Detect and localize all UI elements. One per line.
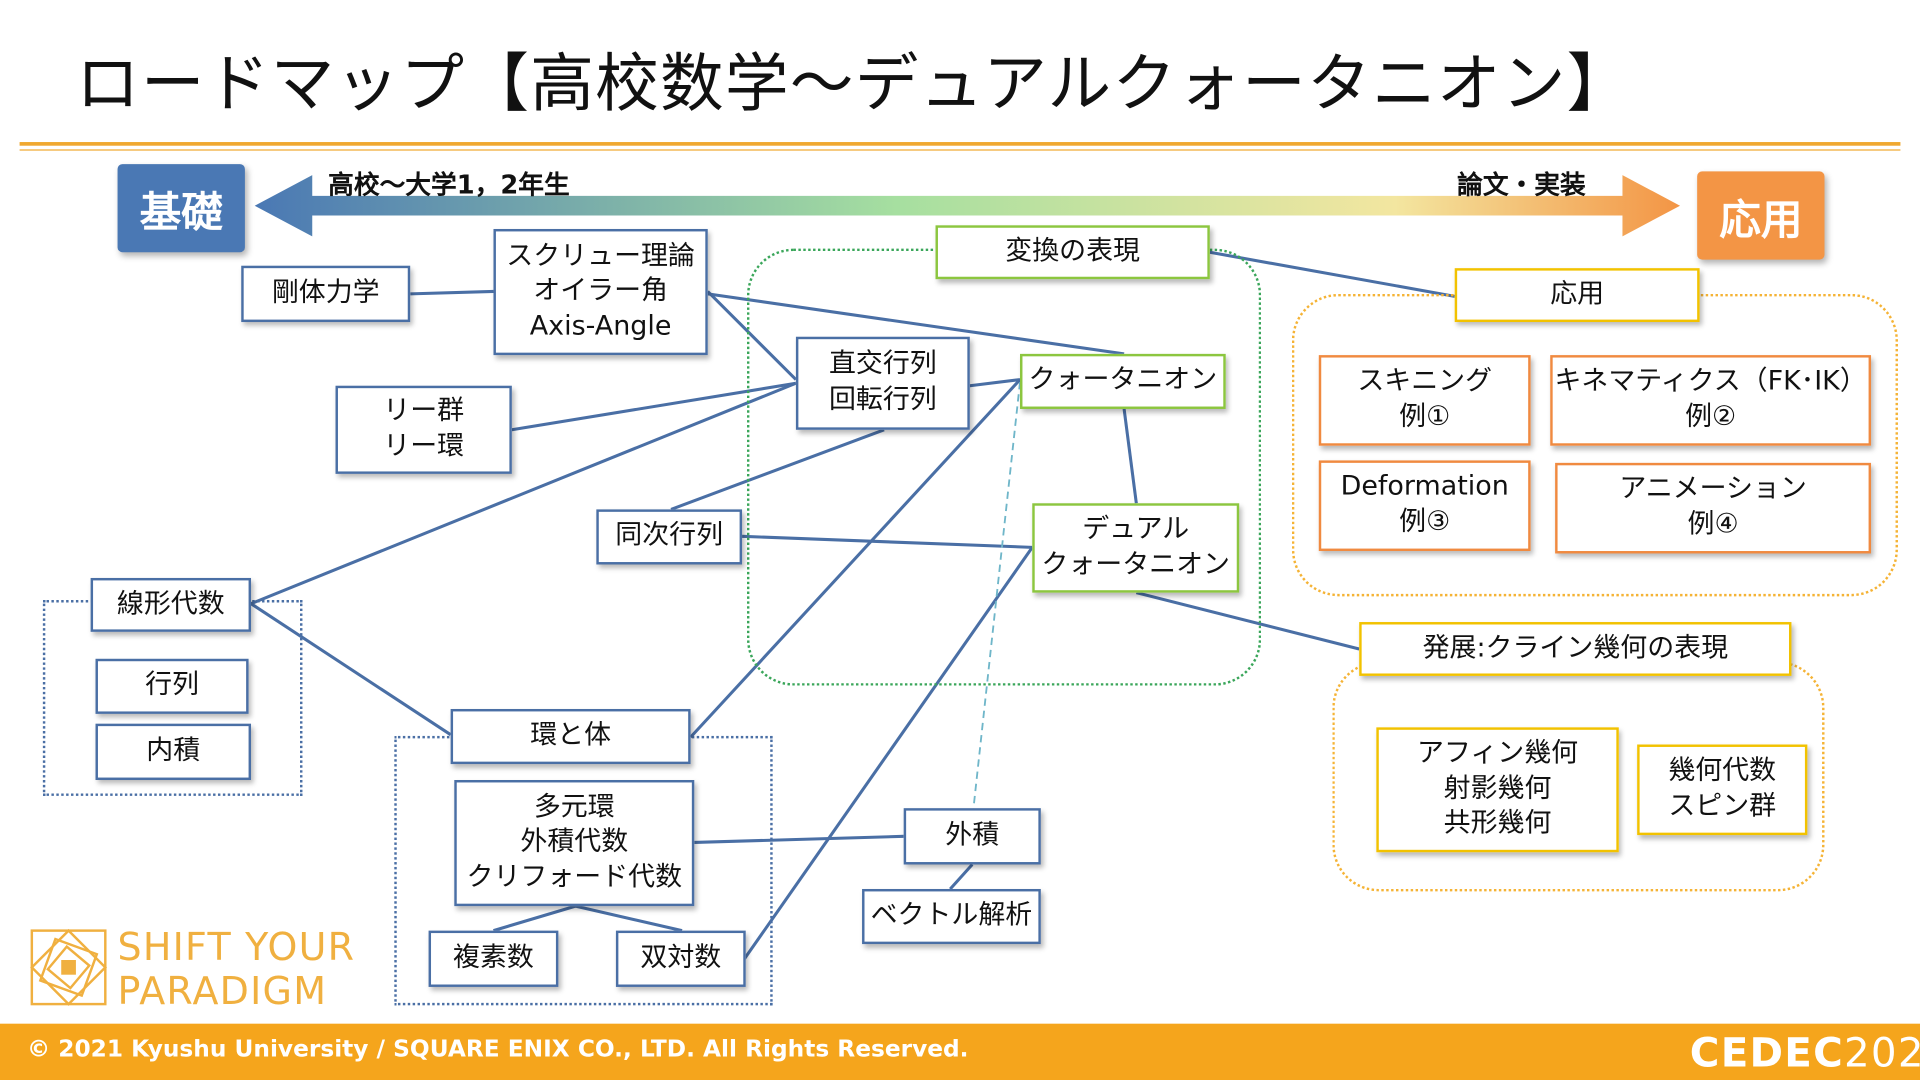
- progress-arrow: [254, 175, 1681, 237]
- edge-tagen-sotai: [575, 904, 683, 933]
- edge-doji-dual: [741, 534, 1033, 549]
- badge-ouyo: 応用: [1697, 171, 1825, 260]
- edge-kantai-quat: [689, 378, 1022, 739]
- node-doji: 同次行列: [596, 509, 743, 565]
- node-kantai: 環と体: [450, 708, 691, 765]
- title-underline: [19, 142, 1901, 146]
- node-kika: 幾何代数 スピン群: [1637, 744, 1808, 836]
- edge-henkan-ouyou: [1209, 250, 1455, 298]
- edge-tagen-fukuso: [493, 904, 576, 933]
- arrow-left-label: 高校～大学1，2年生: [328, 170, 570, 200]
- node-lie: リー群 リー環: [335, 385, 512, 474]
- edge-sotai-dual: [743, 546, 1034, 960]
- node-gotai: 剛体力学: [241, 265, 411, 323]
- copyright-text: © 2021 Kyushu University / SQUARE ENIX C…: [26, 1035, 969, 1063]
- edge-gaiseki-vector: [949, 863, 974, 891]
- node-ouyou: 応用: [1454, 268, 1700, 323]
- node-chokko: 直交行列 回転行列: [795, 336, 970, 430]
- edge-screw-chokko: [706, 290, 798, 381]
- edge-dashed-quat-gaiseki: [972, 381, 1021, 809]
- cedec-logo: CEDEC2021: [1690, 1029, 1920, 1077]
- node-gaiseki: 外積: [903, 808, 1041, 865]
- node-gyoretsu: 行列: [95, 658, 249, 714]
- node-sotai: 双対数: [615, 930, 746, 987]
- edge-chokko-quat: [969, 378, 1021, 388]
- node-quat: クォータニオン: [1020, 353, 1226, 409]
- node-vector: ベクトル解析: [862, 888, 1041, 945]
- edge-senkei-chokko: [250, 381, 797, 606]
- page-title: ロードマップ【高校数学～デュアルクォータニオン】: [75, 47, 1632, 122]
- node-affine: アフィン幾何 射影幾何 共形幾何: [1376, 727, 1619, 853]
- node-naiseki: 内積: [95, 723, 252, 781]
- shift-your-paradigm-logo-icon: [30, 928, 108, 1006]
- logo-text: SHIFT YOUR PARADIGM: [117, 925, 356, 1014]
- node-deformation: Deformation 例③: [1318, 460, 1531, 552]
- title-underline-thin: [19, 149, 1901, 151]
- node-kinematics: キネマティクス（FK･IK） 例②: [1550, 355, 1872, 446]
- cedec-logo-year: 2021: [1844, 1028, 1920, 1077]
- node-animation: アニメーション 例④: [1555, 462, 1872, 554]
- node-senkei: 線形代数: [90, 577, 252, 632]
- node-hatten: 発展:クライン幾何の表現: [1359, 622, 1792, 676]
- arrow-right-label: 論文・実装: [1457, 170, 1586, 200]
- edge-dual-hatten: [1135, 591, 1360, 651]
- edge-senkei-kantai: [250, 602, 452, 736]
- group-transform-representation: [746, 248, 1262, 686]
- edge-tagen-gaiseki: [694, 834, 904, 844]
- edge-screw-quat: [707, 292, 1125, 356]
- cedec-logo-brand: CEDEC: [1689, 1028, 1845, 1077]
- node-screw: スクリュー理論 オイラー角 Axis-Angle: [493, 228, 708, 356]
- edge-quat-dual: [1122, 408, 1138, 504]
- edge-gotai-screw: [410, 289, 494, 296]
- node-fukuso: 複素数: [428, 930, 559, 987]
- badge-kiso: 基礎: [117, 164, 245, 253]
- node-tagen: 多元環 外積代数 クリフォード代数: [454, 780, 695, 907]
- edge-doji-chokko: [670, 428, 885, 511]
- node-henkan: 変換の表現: [935, 225, 1210, 280]
- node-skinning: スキニング 例①: [1318, 355, 1531, 446]
- footer-bar: [0, 1023, 1920, 1080]
- node-dual: デュアル クォータニオン: [1032, 503, 1240, 593]
